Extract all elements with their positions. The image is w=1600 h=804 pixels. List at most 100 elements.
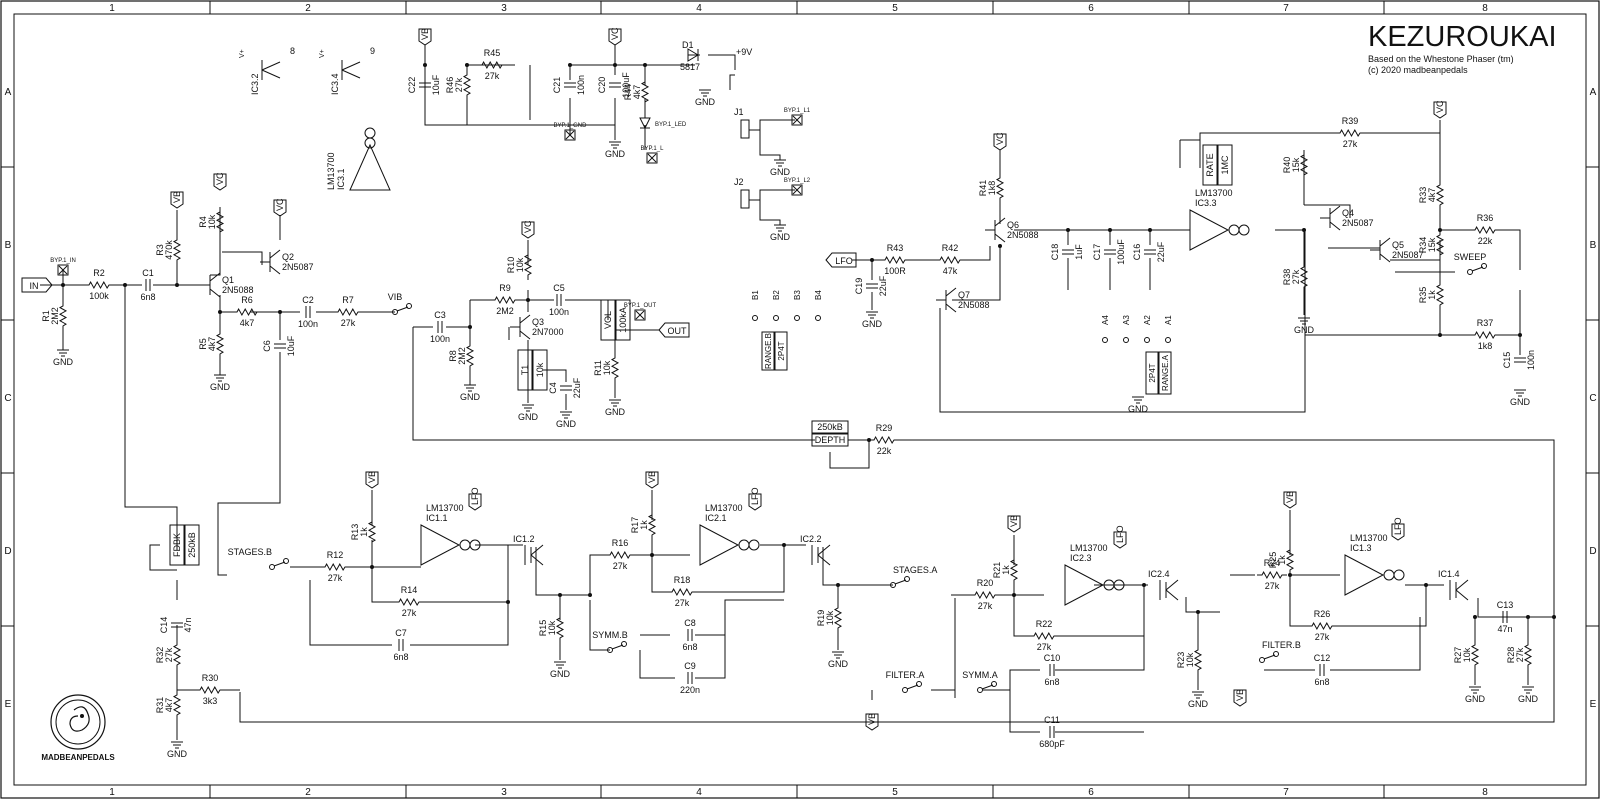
value-label: 5817 <box>680 62 700 72</box>
range-pin: A4 <box>1101 315 1110 325</box>
vb-flag-label: VB <box>367 471 377 483</box>
junction-dot <box>61 283 65 287</box>
range-pin: A1 <box>1164 315 1173 325</box>
madbean-logo: MADBEANPEDALS <box>41 694 115 762</box>
junction-dot <box>1066 228 1070 232</box>
lfo-port-text: LFO <box>835 256 853 266</box>
ref-label: R7 <box>342 295 354 305</box>
row-label: A <box>1590 87 1597 98</box>
gnd-label: GND <box>1188 699 1209 709</box>
title-block: KEZUROUKAI Based on the Whestone Phaser … <box>1368 21 1557 75</box>
col-label: 4 <box>696 787 702 798</box>
ref-label: R23 <box>1176 652 1186 669</box>
ic-ref: IC3.4 <box>330 73 340 95</box>
value-label: 1uF <box>1074 244 1084 260</box>
value-label: 2M2 <box>496 306 514 316</box>
col-label: 4 <box>696 3 702 14</box>
gnd-label: GND <box>556 419 577 429</box>
junction-dot <box>867 438 871 442</box>
vb-flag-label: VB <box>647 471 657 483</box>
row-label: B <box>1590 240 1597 251</box>
row-label: B <box>5 240 12 251</box>
value-label: 4k7 <box>1427 188 1437 203</box>
junction-dot <box>1424 583 1428 587</box>
vplus: V+ <box>239 49 246 58</box>
value-label: 22k <box>1478 236 1493 246</box>
schematic-title: KEZUROUKAI <box>1368 21 1557 53</box>
junction-dot <box>218 310 222 314</box>
col-label: 6 <box>1088 3 1094 14</box>
ref-label: C2 <box>302 295 314 305</box>
in-port-text: IN <box>30 281 39 291</box>
ground-symbol: GND <box>518 404 539 422</box>
ic-ref: IC2.4 <box>1148 569 1170 579</box>
junction-dot <box>1012 593 1016 597</box>
jack-label: J2 <box>734 177 744 187</box>
ground-symbol: GND <box>862 311 883 329</box>
part-label: 2N5088 <box>958 300 990 310</box>
ic-type: LM13700 <box>1195 188 1233 198</box>
range-pin: B2 <box>772 290 781 300</box>
ref-label: R26 <box>1314 609 1331 619</box>
ref-label: R1 <box>41 310 51 322</box>
vb-flag-label: VB <box>867 713 877 725</box>
junction-dot <box>558 593 562 597</box>
value-label: 27k <box>1343 139 1358 149</box>
switch-vib: VIB <box>388 292 412 315</box>
col-label: 7 <box>1283 787 1289 798</box>
value-label: 22uF <box>1156 241 1166 262</box>
ref-label: R3 <box>155 244 165 256</box>
value-label: 220n <box>680 685 700 695</box>
value-label: 680pF <box>1039 739 1065 749</box>
row-label: A <box>5 87 12 98</box>
ref-label: R35 <box>1418 287 1428 304</box>
lfo-flag-label: LFO <box>750 487 760 505</box>
value-label: 15k <box>1427 237 1437 252</box>
value-label: 1k <box>359 527 369 537</box>
value-label: 100n <box>549 307 569 317</box>
value-label: 10k <box>207 214 217 229</box>
value-label: 10k <box>1185 652 1195 667</box>
switch-label: SYMM.B <box>592 630 628 640</box>
value-label: 10k <box>1462 647 1472 662</box>
resistor-r39: R39 27k <box>1335 116 1365 149</box>
junction-dot <box>1288 573 1292 577</box>
ref-label: R10 <box>506 257 516 274</box>
vb-port: VB <box>1233 689 1247 707</box>
ref-label: R39 <box>1342 116 1359 126</box>
ref-label: R2 <box>93 268 105 278</box>
led-byp: BYP.1_LED <box>639 117 687 130</box>
buffer-ic14: IC1.4 <box>1438 569 1469 601</box>
gnd-label: GND <box>550 669 571 679</box>
gnd-label: GND <box>1510 397 1531 407</box>
vc-port: VC <box>993 132 1007 151</box>
junction-dot <box>465 63 469 67</box>
out-port-text: OUT <box>668 326 688 336</box>
range-label: RANGE.A <box>1161 354 1170 391</box>
value-label: 2M2 <box>457 347 467 365</box>
ground-symbol: GND <box>53 349 74 367</box>
value-label: 470k <box>164 240 174 260</box>
ref-label: R14 <box>401 585 418 595</box>
junction-dot <box>278 310 282 314</box>
value-label: 27k <box>328 573 343 583</box>
range-pin: B3 <box>793 290 802 300</box>
junction-dot <box>650 553 654 557</box>
switch-label: STAGES.A <box>893 565 937 575</box>
part-label: 2N5087 <box>282 262 314 272</box>
